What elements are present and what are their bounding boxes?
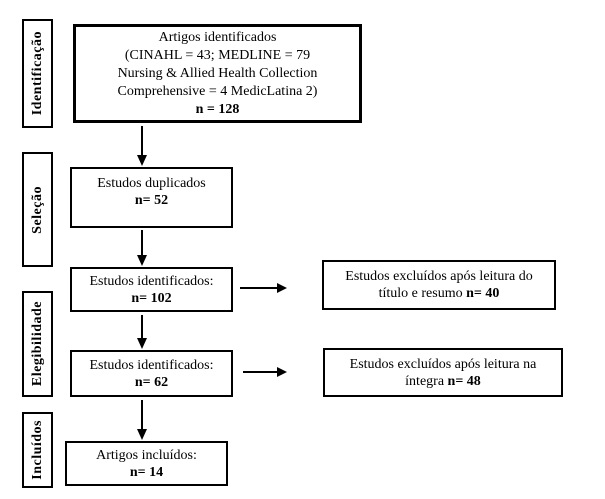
right-arrow-eligible-to-excluded-fulltext: [243, 367, 287, 377]
excluded-title-text: Estudos excluídos após leitura do título…: [330, 268, 548, 302]
box-identified-articles: Artigos identificados (CINAHL = 43; MEDL…: [73, 24, 362, 123]
included-count: n= 14: [129, 464, 164, 480]
right-arrow-screened-to-excluded-title: [240, 283, 287, 293]
box-duplicate-studies: Estudos duplicados n= 52: [70, 167, 233, 228]
excluded-title-count: n= 40: [466, 286, 500, 301]
duplicates-count: n= 52: [134, 193, 169, 208]
eligible-count: n= 62: [134, 374, 169, 390]
stage-label-selection: Seleção: [29, 185, 45, 234]
stage-label-eligibility: Elegibilidade: [29, 301, 45, 387]
identified-count: n = 128: [195, 101, 240, 117]
down-arrow-screened-to-eligible: [137, 315, 147, 349]
stage-box-identification: Identificação: [22, 19, 53, 128]
identified-line-1: Artigos identificados: [158, 29, 277, 45]
down-arrow-identified-to-duplicates: [137, 126, 147, 166]
included-label: Artigos incluídos:: [96, 447, 197, 463]
box-screened-studies: Estudos identificados: n= 102: [70, 267, 233, 312]
box-excluded-title-abstract: Estudos excluídos após leitura do título…: [322, 260, 556, 310]
excluded-title-label: Estudos excluídos após leitura do título…: [345, 269, 533, 301]
identified-line-3: Nursing & Allied Health Collection: [117, 65, 318, 81]
stage-box-included: Incluídos: [22, 412, 53, 488]
screened-count: n= 102: [131, 290, 172, 306]
screened-label: Estudos identificados:: [89, 273, 214, 289]
box-excluded-fulltext: Estudos excluídos após leitura na íntegr…: [323, 348, 563, 397]
identified-line-4: Comprehensive = 4 MedicLatina 2): [117, 83, 318, 99]
duplicates-label: Estudos duplicados: [97, 176, 206, 191]
stage-label-identification: Identificação: [29, 31, 45, 116]
eligible-label: Estudos identificados:: [89, 357, 214, 373]
identified-line-2: (CINAHL = 43; MEDLINE = 79: [124, 47, 311, 63]
box-eligible-studies: Estudos identificados: n= 62: [70, 350, 233, 397]
stage-label-included: Incluídos: [29, 420, 45, 480]
excluded-fulltext-count: n= 48: [447, 373, 481, 389]
down-arrow-duplicates-to-screened: [137, 230, 147, 266]
excluded-fulltext-label: Estudos excluídos após leitura na íntegr…: [349, 356, 537, 389]
stage-box-eligibility: Elegibilidade: [22, 291, 53, 397]
down-arrow-eligible-to-included: [137, 400, 147, 440]
stage-box-selection: Seleção: [22, 152, 53, 267]
box-included-articles: Artigos incluídos: n= 14: [65, 441, 228, 486]
excluded-fulltext-text: Estudos excluídos após leitura na íntegr…: [331, 356, 555, 390]
